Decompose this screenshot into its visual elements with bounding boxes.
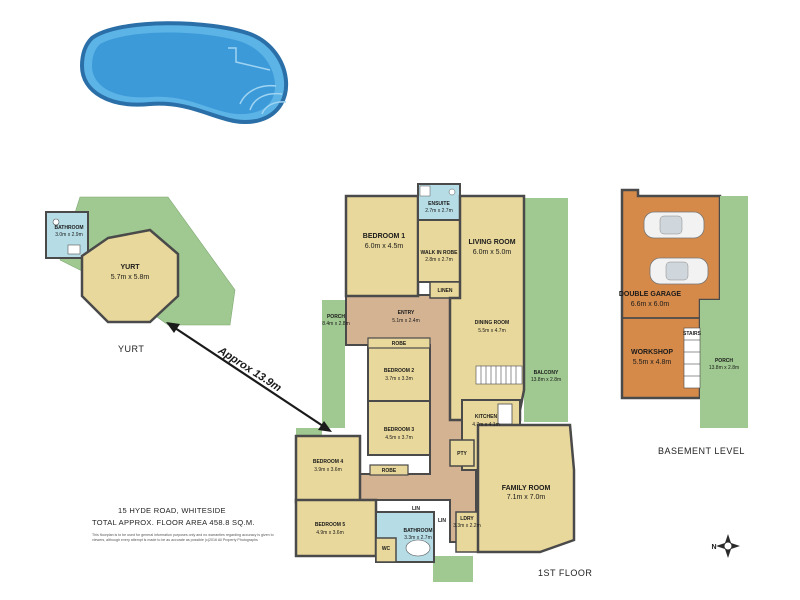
bedroom3-dims: 4.5m x 3.7m (385, 435, 413, 441)
workshop-name: WORKSHOP (631, 349, 673, 356)
dining-dims: 5.5m x 4.7m (478, 328, 506, 334)
laundry-name: LDRY (460, 516, 474, 522)
entry-dims: 5.1m x 2.4m (392, 318, 420, 324)
porch-dims: 8.4m x 2.8m (322, 321, 350, 327)
pantry (449, 439, 475, 467)
address: 15 HYDE ROAD, WHITESIDE (118, 506, 226, 515)
linen-name: LINEN (438, 288, 453, 294)
yurt-caption: YURT (118, 344, 145, 354)
basement-level-label: BASEMENT LEVEL (658, 446, 745, 456)
total-area: TOTAL APPROX. FLOOR AREA 458.8 SQ.M. (92, 518, 255, 527)
bedroom3-name: BEDROOM 3 (384, 427, 415, 433)
robe-top-name: ROBE (392, 341, 407, 347)
garage-name: DOUBLE GARAGE (619, 291, 682, 298)
disclaimer: This floorplan is to be used for general… (92, 533, 274, 542)
wc (375, 537, 397, 563)
family-dims: 7.1m x 7.0m (507, 494, 546, 501)
living-dims: 6.0m x 5.0m (473, 249, 512, 256)
bedroom2-name: BEDROOM 2 (384, 368, 415, 374)
porch-base-name: PORCH (715, 358, 733, 364)
stairs-1st (475, 365, 523, 385)
bedroom4-dims: 3.9m x 3.6m (314, 467, 342, 473)
yurt-dims: 5.7m x 5.8m (111, 274, 150, 281)
lin2-name: LIN (438, 518, 446, 524)
entry-name: ENTRY (398, 310, 415, 316)
living-name: LIVING ROOM (468, 239, 515, 246)
distance-label: Approx 13.9m (215, 344, 284, 394)
basement-stairs (683, 327, 701, 389)
bedroom5-name: BEDROOM 5 (315, 522, 346, 528)
robe-bottom-name: ROBE (382, 468, 397, 474)
toilet-icon (448, 188, 456, 196)
first-floor-label: 1ST FLOOR (538, 568, 593, 578)
balcony-deck (524, 198, 568, 422)
balcony-dims: 13.8m x 2.8m (531, 377, 561, 383)
laundry-dims: 3.3m x 2.2m (453, 523, 481, 529)
wir-name: WALK IN ROBE (421, 250, 459, 256)
car-icon (649, 257, 709, 285)
kitchen-island (497, 403, 513, 425)
yurt-bathroom-name: BATHROOM (54, 225, 83, 231)
compass-icon (716, 534, 740, 558)
living-dining (448, 194, 526, 422)
compass-label: N (711, 544, 716, 551)
bathroom-dims: 3.3m x 2.7m (404, 535, 432, 541)
family-room (476, 423, 576, 554)
shower-icon (419, 185, 431, 197)
bedroom-1 (344, 194, 420, 298)
kitchen-dims: 4.7m x 4.1m (472, 422, 500, 428)
bedroom1-dims: 6.0m x 4.5m (365, 243, 404, 250)
stairs-name: STAIRS (683, 331, 702, 337)
wc-name: WC (382, 546, 391, 552)
bedroom2-dims: 3.7m x 3.3m (385, 376, 413, 382)
yurt-bathroom-dims: 3.0m x 2.9m (55, 232, 83, 238)
wir-dims: 2.8m x 2.7m (425, 257, 453, 263)
robe-top (367, 337, 431, 349)
basement-porch (700, 196, 748, 428)
bathtub-icon (405, 539, 431, 557)
rear-lawn (433, 556, 473, 582)
lin1-name: LIN (412, 506, 420, 512)
bedroom-3 (367, 400, 431, 456)
ensuite-dims: 2.7m x 2.7m (425, 208, 453, 214)
robe-bottom (369, 464, 409, 476)
swimming-pool (79, 21, 289, 125)
garage-dims: 6.6m x 6.0m (631, 301, 670, 308)
bedroom-5 (294, 498, 378, 558)
porch-base-dims: 13.8m x 2.8m (709, 365, 739, 371)
family-name: FAMILY ROOM (502, 485, 551, 492)
ensuite-name: ENSUITE (428, 201, 450, 207)
porch-name: PORCH (327, 314, 345, 320)
kitchen-name: KITCHEN (475, 414, 498, 420)
bedroom-4 (294, 434, 362, 504)
bedroom5-dims: 4.9m x 3.6m (316, 530, 344, 536)
bathroom-name: BATHROOM (403, 528, 432, 534)
car-icon (643, 211, 705, 239)
workshop-dims: 5.5m x 4.8m (633, 359, 672, 366)
dining-name: DINING ROOM (475, 320, 509, 326)
pantry-name: PTY (457, 451, 467, 457)
balcony-name: BALCONY (534, 370, 559, 376)
distance-arrow (166, 322, 332, 432)
bedroom4-name: BEDROOM 4 (313, 459, 344, 465)
yurt-name: YURT (120, 264, 140, 271)
bedroom1-name: BEDROOM 1 (363, 233, 406, 240)
yurt-area (45, 196, 236, 326)
